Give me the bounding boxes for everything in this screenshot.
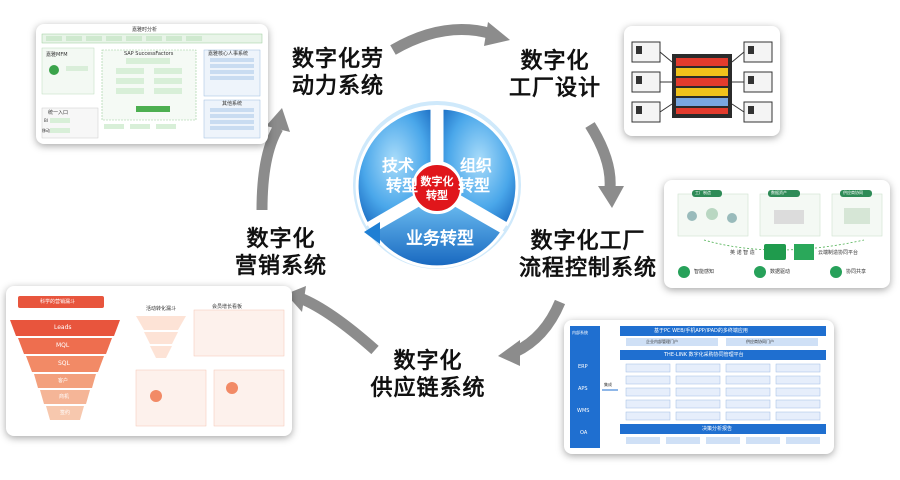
cycle-arrow-right — [585, 122, 616, 189]
node-label-process-control-line1: 数字化工厂 — [530, 229, 646, 254]
cycle-arrowhead-lower-right — [498, 340, 520, 366]
node-label-workforce-line1: 数字化劳 — [291, 47, 384, 72]
process-pill-data: 数据资产 — [771, 190, 787, 195]
node-label-supply-chain: 数字化 供应链系统 — [368, 348, 488, 402]
center-hub — [412, 163, 462, 213]
supply-side-wms: WMS — [577, 408, 590, 414]
segment-org-label-2: 转型 — [458, 176, 490, 195]
supply-top-sub-1: 企业内部管理门户 — [646, 339, 678, 344]
workforce-row-mobile: 移动 — [42, 128, 50, 133]
cycle-arrow-left — [256, 125, 283, 211]
marketing-right-title: 会员增长看板 — [212, 304, 243, 310]
workforce-title: 嘉雅时分析 — [132, 27, 158, 33]
node-label-supply-chain-line1: 数字化 — [393, 349, 463, 374]
supply-bottom-title: 决策分析报告 — [702, 426, 733, 432]
node-label-supply-chain-line2: 供应链系统 — [370, 376, 486, 401]
segment-tech-label-1: 技术 — [382, 156, 414, 175]
node-label-factory-design-line2: 工厂设计 — [508, 76, 601, 101]
thumbnail-process-control: 工厂制造 数据资产 供应商协同 英 诺 智 造 云端制造协同平台 智能感知 数据… — [664, 180, 890, 288]
marketing-funnel-sql: SQL — [58, 360, 70, 367]
supply-integrate: 集成 — [604, 382, 612, 387]
node-label-factory-design: 数字化 工厂设计 — [500, 48, 610, 102]
cycle-arrowhead-right — [598, 186, 624, 208]
process-pill-factory: 工厂制造 — [695, 190, 711, 195]
node-label-workforce: 数字化劳 动力系统 — [278, 46, 398, 100]
node-label-workforce-line2: 动力系统 — [291, 74, 384, 99]
factory-design-diagram — [631, 41, 773, 123]
thumbnail-workforce-system: 嘉雅时分析 嘉雅MFM SAP SuccessFactors 嘉雅核心人事系统 … — [36, 24, 268, 144]
segment-org-label-1: 组织 — [460, 156, 492, 175]
supply-side-erp: ERP — [578, 364, 588, 370]
marketing-diagram — [10, 296, 285, 427]
thumbnail-supply-chain: 基于PC WEB/手机APP/IPAD的多终端应用 企业内部管理门户 供应商协同… — [564, 320, 834, 454]
workforce-entry: 统一入口 — [48, 110, 69, 116]
node-label-marketing-line2: 营销系统 — [234, 254, 327, 279]
process-pill-supplier: 供应商协同 — [843, 190, 863, 195]
center-wheel: 数字化 转型 技术 转型 组织 转型 业务转型 — [353, 101, 521, 269]
supply-side-aps: APS — [578, 386, 588, 392]
workforce-left-title: 嘉雅MFM — [46, 52, 68, 58]
supply-top-title: 基于PC WEB/手机APP/IPAD的多终端应用 — [654, 328, 748, 334]
process-bottom-2: 数据驱动 — [770, 269, 791, 275]
workforce-diagram — [41, 33, 263, 139]
process-brand: 英 诺 智 造 — [730, 250, 755, 256]
process-mid-text: 云端制造协同平台 — [818, 250, 859, 256]
node-label-marketing-line1: 数字化 — [246, 227, 316, 252]
process-bottom-1: 智能感知 — [694, 269, 715, 275]
segment-business-label: 业务转型 — [406, 228, 474, 249]
center-hub-line2: 转型 — [426, 188, 448, 202]
workforce-right-title: 嘉雅核心人事系统 — [208, 51, 249, 57]
marketing-title: 科学的营销漏斗 — [40, 299, 76, 305]
marketing-mid-title: 活动转化漏斗 — [146, 306, 177, 312]
process-control-diagram — [677, 190, 883, 278]
cycle-arrowhead-left — [266, 108, 290, 132]
workforce-right-title2: 其他系统 — [222, 101, 243, 107]
node-label-factory-design-line1: 数字化 — [520, 49, 590, 74]
thumbnail-marketing: 科学的营销漏斗 Leads MQL SQL 客户 商机 签约 活动转化漏斗 会员… — [6, 286, 292, 436]
segment-tech-label-2: 转型 — [386, 176, 418, 195]
cycle-arrow-bottom-left — [297, 292, 379, 355]
supply-side-oa: OA — [580, 430, 588, 436]
supply-mid-title: THE-LINK 数字化采购协同管理平台 — [664, 352, 744, 358]
workforce-row-bi: BI — [44, 118, 48, 123]
node-label-marketing: 数字化 营销系统 — [226, 226, 336, 280]
supply-top-sub-2: 供应商协同门户 — [746, 339, 774, 344]
workforce-mid-title: SAP SuccessFactors — [124, 51, 174, 57]
node-label-process-control-line2: 流程控制系统 — [518, 256, 657, 281]
thumbnail-factory-design — [624, 26, 780, 136]
supply-side-internal: 内部系统 — [572, 330, 588, 335]
center-hub-line1: 数字化 — [421, 174, 454, 188]
node-label-process-control: 数字化工厂 流程控制系统 — [508, 228, 668, 282]
marketing-funnel-signed: 签约 — [60, 410, 71, 416]
cycle-arrowhead-top — [484, 22, 510, 46]
marketing-funnel-mql: MQL — [56, 342, 70, 349]
marketing-funnel-leads: Leads — [54, 324, 72, 331]
cycle-arrow-lower-right — [512, 299, 566, 357]
cycle-arrow-top — [390, 24, 494, 55]
marketing-funnel-opportunity: 商机 — [59, 394, 70, 400]
supply-chain-diagram — [570, 326, 826, 448]
marketing-funnel-customer: 客户 — [58, 378, 69, 384]
process-bottom-3: 协同共享 — [846, 269, 867, 275]
